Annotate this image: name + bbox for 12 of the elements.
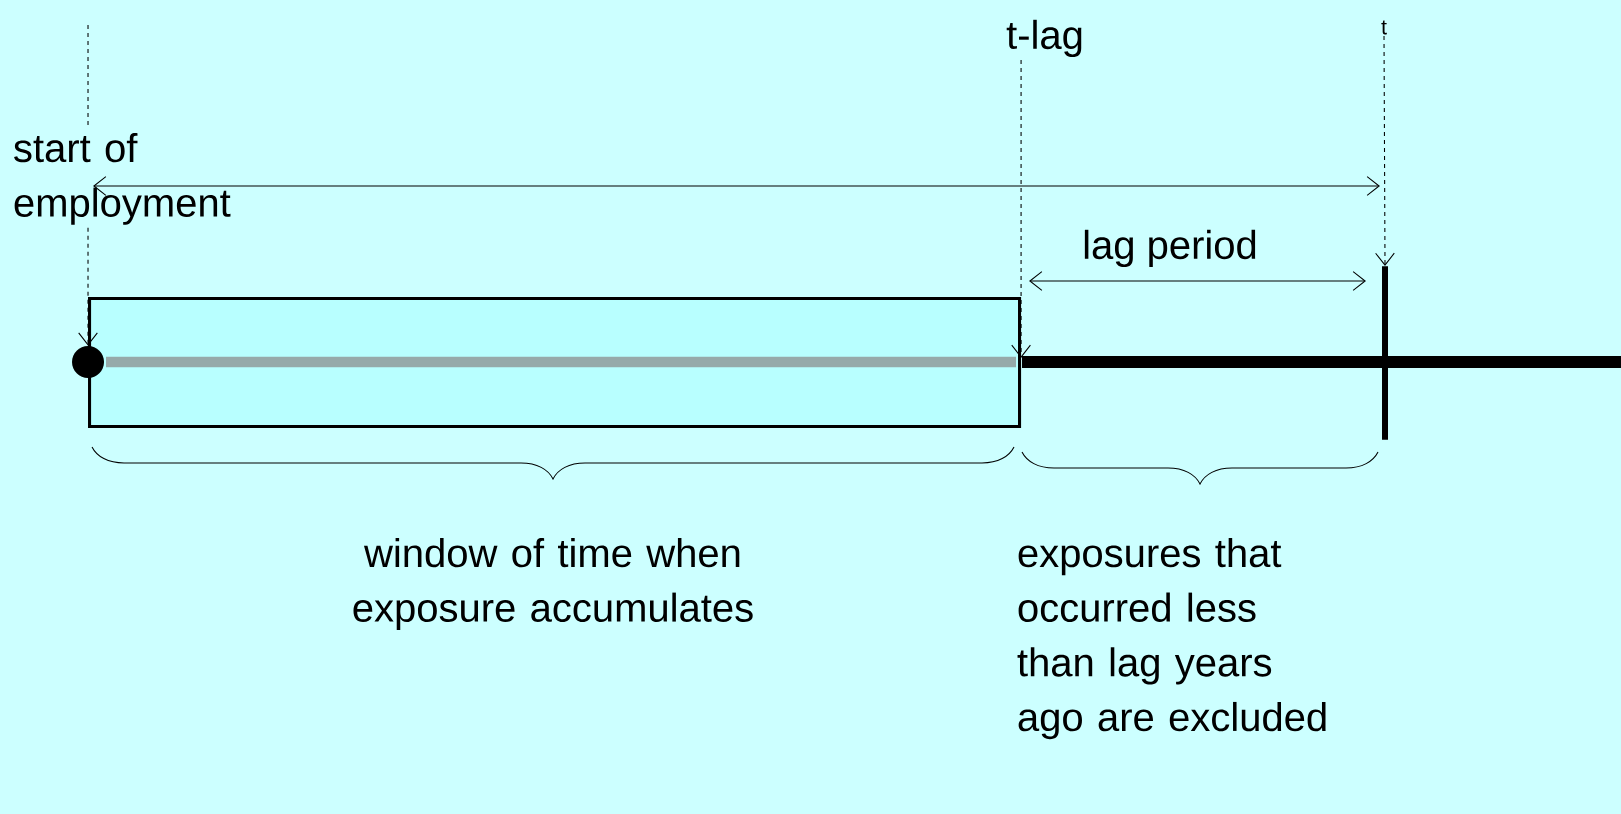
time-label: t [1381, 20, 1387, 35]
brace-label: exposures that occurred less than lag years ago are excluded [1017, 537, 1326, 740]
leader-line [78, 227, 98, 346]
start-label: start of employment [14, 132, 231, 225]
start-dot [72, 346, 104, 378]
window-box [88, 297, 1022, 429]
leader-line [1011, 59, 1031, 358]
leader-line [1375, 35, 1395, 267]
time-label: t-lag [1006, 19, 1082, 58]
brace-label: window of time when exposure accumulates [353, 537, 753, 630]
dimension-label: lag period [1084, 229, 1256, 268]
time-marker [1382, 266, 1388, 440]
